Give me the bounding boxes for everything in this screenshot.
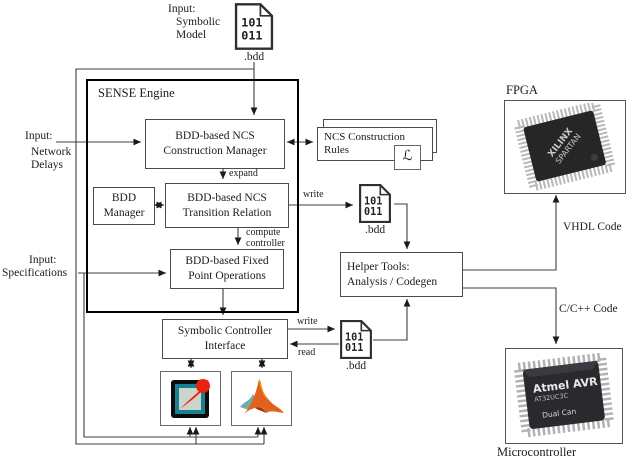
input-network-line3: Delays — [31, 159, 63, 171]
file-bits-bottom: 011 — [241, 28, 262, 42]
sense-engine-box: SENSE Engine — [86, 79, 299, 313]
helper-line1: Helper Tools: — [347, 260, 410, 273]
input-specs-line2: Specifications — [2, 267, 68, 279]
read-label-sci: read — [298, 347, 316, 358]
cpp-code-label: C/C++ Code — [559, 303, 618, 315]
file-extension: .bdd — [364, 224, 386, 236]
sense-engine-title: SENSE Engine — [98, 86, 175, 100]
construction-manager-line1: BDD-based NCS — [175, 130, 255, 143]
fixed-point-line2: Point Operations — [188, 270, 266, 282]
helper-tools-box: Helper Tools: Analysis / Codegen — [340, 252, 463, 297]
input-specs-line1: Input: — [29, 254, 57, 266]
fpga-chip-image: XILINX SPARTAN — [512, 103, 617, 191]
fixed-point-box: BDD-based Fixed Point Operations — [170, 249, 284, 289]
input-network-line2: Network — [31, 146, 72, 158]
bdd-file-bottom: 101 011 .bdd — [339, 320, 373, 372]
file-extension: .bdd — [345, 360, 367, 372]
microcontroller-label: Microcontroller — [497, 445, 577, 459]
input-symbolic-line2: Symbolic — [176, 16, 221, 28]
omnetpp-icon — [170, 378, 210, 418]
microcontroller-box: Atmel AVR AT32UC3C Dual Can — [505, 348, 623, 444]
fpga-label: FPGA — [506, 83, 538, 97]
vhdl-code-label: VHDL Code — [563, 221, 622, 233]
sci-line2: Interface — [204, 340, 246, 352]
bdd-file-top: 101 011 .bdd — [234, 3, 274, 63]
bdd-manager-box: BDD Manager — [93, 187, 155, 225]
rules-line1: NCS Construction — [324, 130, 405, 143]
logic-symbol: ℒ — [402, 149, 413, 165]
input-network-line1: Input: — [25, 130, 53, 142]
helper-line2: Analysis / Codegen — [347, 275, 438, 288]
file-bits-bottom: 011 — [364, 207, 382, 218]
file-icon: 101 011 — [340, 320, 372, 359]
file-bits-top: 101 — [241, 16, 262, 30]
transition-relation-line1: BDD-based NCS — [187, 191, 267, 204]
fixed-point-line1: BDD-based Fixed — [185, 255, 269, 268]
transition-relation-box: BDD-based NCS Transition Relation — [165, 183, 289, 228]
microcontroller-chip-image: Atmel AVR AT32UC3C Dual Can — [513, 352, 615, 438]
fpga-box: XILINX SPARTAN — [504, 100, 626, 194]
rules-line2: Rules — [324, 144, 350, 156]
input-symbolic-line1: Input: — [168, 3, 196, 15]
omnetpp-tool-box — [160, 371, 221, 426]
file-icon: 101 011 — [234, 3, 274, 50]
write-label-sci: write — [297, 316, 318, 327]
construction-manager-line2: Construction Manager — [163, 145, 267, 157]
file-bits-top: 101 — [364, 196, 382, 207]
sci-line1: Symbolic Controller — [177, 325, 273, 338]
write-label-tr: write — [303, 189, 324, 200]
transition-relation-line2: Transition Relation — [182, 206, 272, 219]
matlab-tool-box — [231, 371, 292, 426]
bdd-manager-line2: Manager — [103, 207, 145, 219]
expand-label: expand — [229, 168, 258, 179]
construction-manager-box: BDD-based NCS Construction Manager — [145, 119, 285, 169]
micro-chip-feature: Dual Can — [542, 407, 577, 420]
compute-label: compute — [246, 227, 281, 238]
file-icon: 101 011 — [359, 184, 391, 223]
file-extension: .bdd — [243, 51, 265, 63]
logic-symbol-box: ℒ — [394, 145, 421, 170]
symbolic-controller-interface-box: Symbolic Controller Interface — [162, 319, 288, 359]
file-bits-bottom: 011 — [345, 343, 363, 354]
file-bits-top: 101 — [345, 332, 363, 343]
bdd-manager-line1: BDD — [111, 192, 137, 205]
bdd-file-middle: 101 011 .bdd — [357, 184, 393, 236]
matlab-icon — [239, 378, 284, 415]
controller-label: controller — [246, 238, 285, 249]
input-symbolic-line3: Model — [176, 29, 207, 41]
